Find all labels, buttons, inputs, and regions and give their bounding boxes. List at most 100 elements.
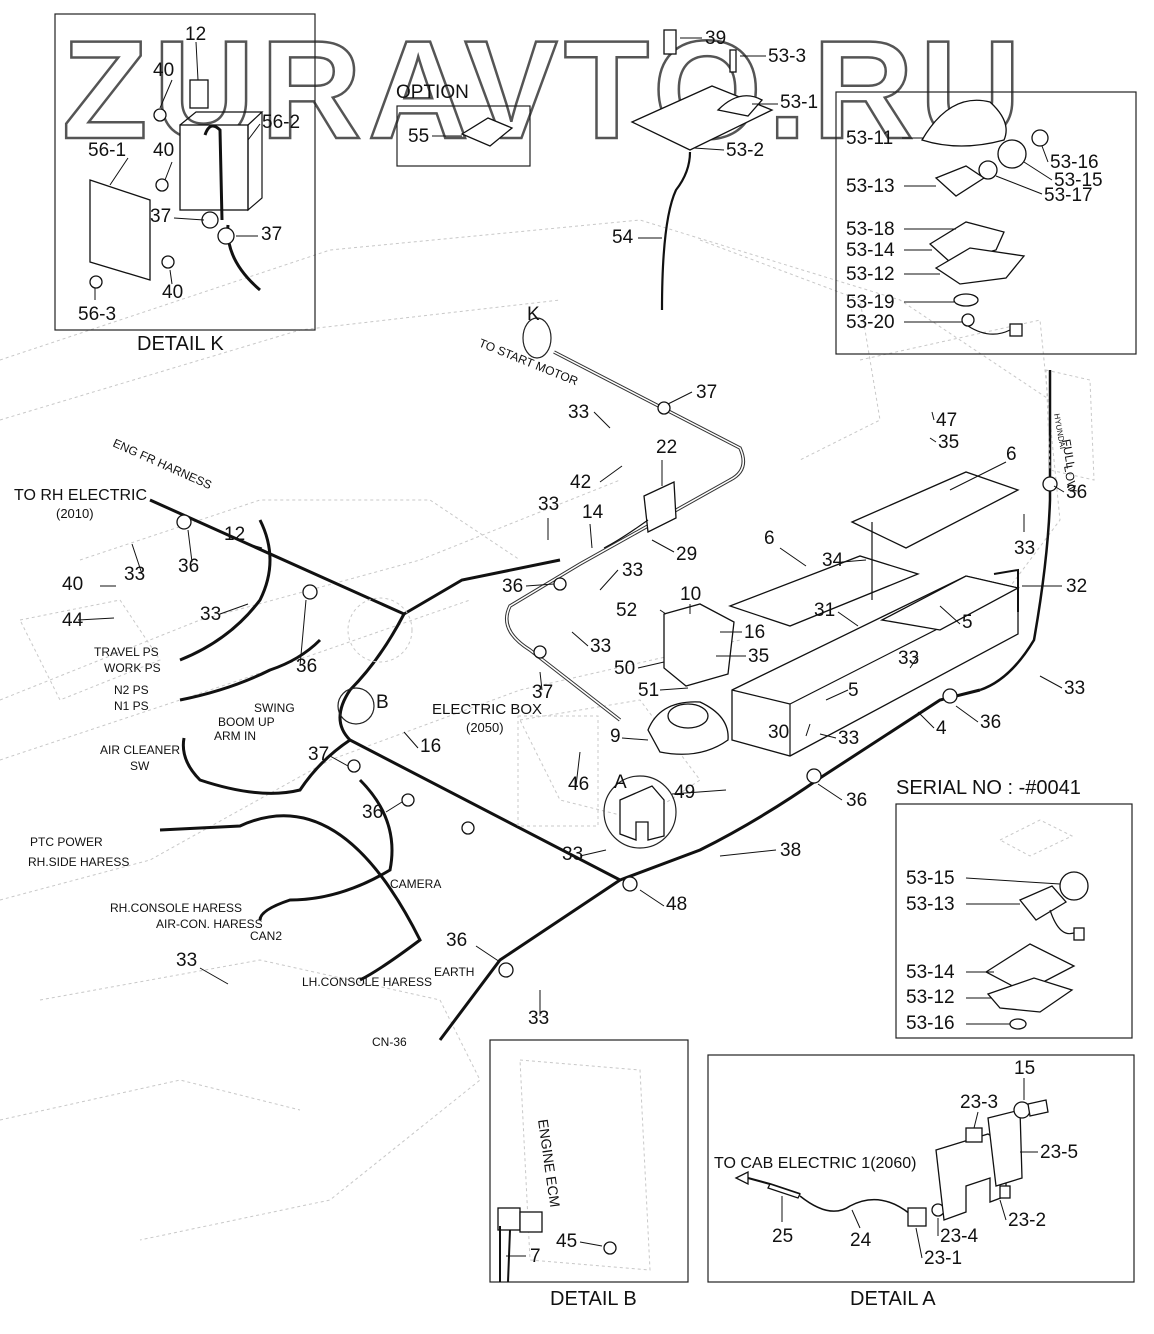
travel-ps-label: TRAVEL PS xyxy=(94,645,159,659)
svg-text:46: 46 xyxy=(568,774,589,795)
svg-text:35: 35 xyxy=(938,432,959,453)
to-start-motor-label: TO START MOTOR xyxy=(477,336,580,389)
gauge-full-label: FULL xyxy=(1059,438,1078,470)
detail-a-caption: DETAIL A xyxy=(850,1288,936,1310)
callout-k: K xyxy=(527,304,540,325)
battery-cover-6a xyxy=(728,555,920,627)
to-cab-electric-label: TO CAB ELECTRIC 1(2060) xyxy=(714,1155,916,1172)
svg-text:33: 33 xyxy=(590,636,611,657)
arrow-left-icon xyxy=(734,1170,749,1186)
svg-text:39: 39 xyxy=(705,28,726,49)
svg-text:37: 37 xyxy=(261,224,282,245)
svg-text:31: 31 xyxy=(814,600,835,621)
n1-ps-label: N1 PS xyxy=(114,699,149,713)
detail-b-caption: DETAIL B xyxy=(550,1288,637,1310)
option-group: OPTION 55 xyxy=(396,82,531,167)
svg-text:33: 33 xyxy=(124,564,145,585)
swing-label: SWING xyxy=(254,701,295,715)
svg-text:51: 51 xyxy=(638,680,659,701)
svg-text:33: 33 xyxy=(622,560,643,581)
battery-cover-6b xyxy=(850,471,1020,549)
svg-text:23-1: 23-1 xyxy=(924,1248,962,1269)
svg-text:33: 33 xyxy=(1064,678,1085,699)
work-ps-label: WORK PS xyxy=(104,661,161,675)
aircon-harness-label: AIR-CON. HARESS xyxy=(156,917,263,931)
svg-text:53-1: 53-1 xyxy=(780,92,818,113)
callout-b-circle xyxy=(337,687,375,725)
gauge-brand-label: HYUNDAI xyxy=(1052,413,1067,450)
svg-text:12: 12 xyxy=(224,524,245,545)
serial-label: SERIAL NO : -#0041 xyxy=(896,777,1081,799)
svg-text:56-3: 56-3 xyxy=(78,304,116,325)
svg-text:53-14: 53-14 xyxy=(846,240,895,261)
camera-label: CAMERA xyxy=(390,877,441,891)
n2-ps-label: N2 PS xyxy=(114,683,149,697)
gauge-low-label: LOW xyxy=(1061,464,1080,494)
svg-text:36: 36 xyxy=(296,656,317,677)
svg-text:52: 52 xyxy=(616,600,637,621)
to-rh-electric-code: (2010) xyxy=(56,506,94,521)
svg-text:53-16: 53-16 xyxy=(1050,152,1099,173)
svg-text:40: 40 xyxy=(153,140,174,161)
svg-text:53-13: 53-13 xyxy=(846,176,895,197)
svg-text:33: 33 xyxy=(538,494,559,515)
svg-text:23-5: 23-5 xyxy=(1040,1142,1078,1163)
svg-text:5: 5 xyxy=(848,680,859,701)
svg-text:33: 33 xyxy=(838,728,859,749)
svg-text:33: 33 xyxy=(528,1008,549,1029)
detail-k-frame xyxy=(54,13,316,331)
svg-text:53-20: 53-20 xyxy=(846,312,895,333)
ptc-power-label: PTC POWER xyxy=(30,835,103,849)
svg-text:48: 48 xyxy=(666,894,687,915)
detail-k-bracket-box xyxy=(179,124,249,211)
svg-text:10: 10 xyxy=(680,584,701,605)
sensor-cover xyxy=(921,99,1007,147)
svg-text:47: 47 xyxy=(936,410,957,431)
svg-text:6: 6 xyxy=(764,528,775,549)
option-frame xyxy=(396,105,531,167)
engine-ecm-label: ENGINE ECM xyxy=(535,1118,563,1208)
svg-text:33: 33 xyxy=(562,844,583,865)
svg-text:42: 42 xyxy=(570,472,591,493)
eng-fr-harness-label: ENG FR HARNESS xyxy=(111,436,214,492)
svg-text:53-12: 53-12 xyxy=(906,987,955,1008)
svg-text:33: 33 xyxy=(568,402,589,423)
svg-text:9: 9 xyxy=(610,726,621,747)
svg-text:34: 34 xyxy=(822,550,844,571)
detail-a: TO CAB ELECTRIC 1(2060) 15 23-3 23-5 23-… xyxy=(707,1054,1135,1310)
main-assembly: K B A FULL LOW HYUNDAI TO START MOTOR EN… xyxy=(14,304,1095,1049)
svg-text:16: 16 xyxy=(744,622,765,643)
svg-text:37: 37 xyxy=(308,744,329,765)
svg-text:6: 6 xyxy=(1006,444,1017,465)
svg-text:4: 4 xyxy=(936,718,947,739)
svg-text:53-2: 53-2 xyxy=(726,140,764,161)
svg-text:53-15: 53-15 xyxy=(1054,170,1103,191)
serial-box-frame xyxy=(895,803,1133,1039)
svg-text:37: 37 xyxy=(696,382,717,403)
svg-text:36: 36 xyxy=(178,556,199,577)
detail-k-clip xyxy=(189,79,209,109)
svg-text:35: 35 xyxy=(748,646,769,667)
svg-text:53-19: 53-19 xyxy=(846,292,895,313)
electric-box-label: ELECTRIC BOX xyxy=(432,701,542,718)
sw-label: SW xyxy=(130,759,150,773)
svg-text:33: 33 xyxy=(176,950,197,971)
callout-b: B xyxy=(376,692,389,713)
svg-text:53-15: 53-15 xyxy=(906,868,955,889)
rh-console-harness-label: RH.CONSOLE HARESS xyxy=(110,901,242,915)
electric-box-code: (2050) xyxy=(466,720,504,735)
svg-text:45: 45 xyxy=(556,1231,577,1252)
svg-text:40: 40 xyxy=(162,282,183,303)
detail-k-caption: DETAIL K xyxy=(137,333,224,355)
svg-text:53-13: 53-13 xyxy=(906,894,955,915)
detail-b: ENGINE ECM 7 45 DETAIL B xyxy=(489,1039,689,1310)
svg-text:36: 36 xyxy=(1066,482,1087,503)
svg-text:30: 30 xyxy=(768,722,789,743)
svg-text:23-2: 23-2 xyxy=(1008,1210,1046,1231)
svg-text:14: 14 xyxy=(582,502,604,523)
svg-text:7: 7 xyxy=(530,1246,541,1267)
svg-text:37: 37 xyxy=(532,682,553,703)
callout-k-circle xyxy=(522,317,552,359)
svg-text:16: 16 xyxy=(420,736,441,757)
